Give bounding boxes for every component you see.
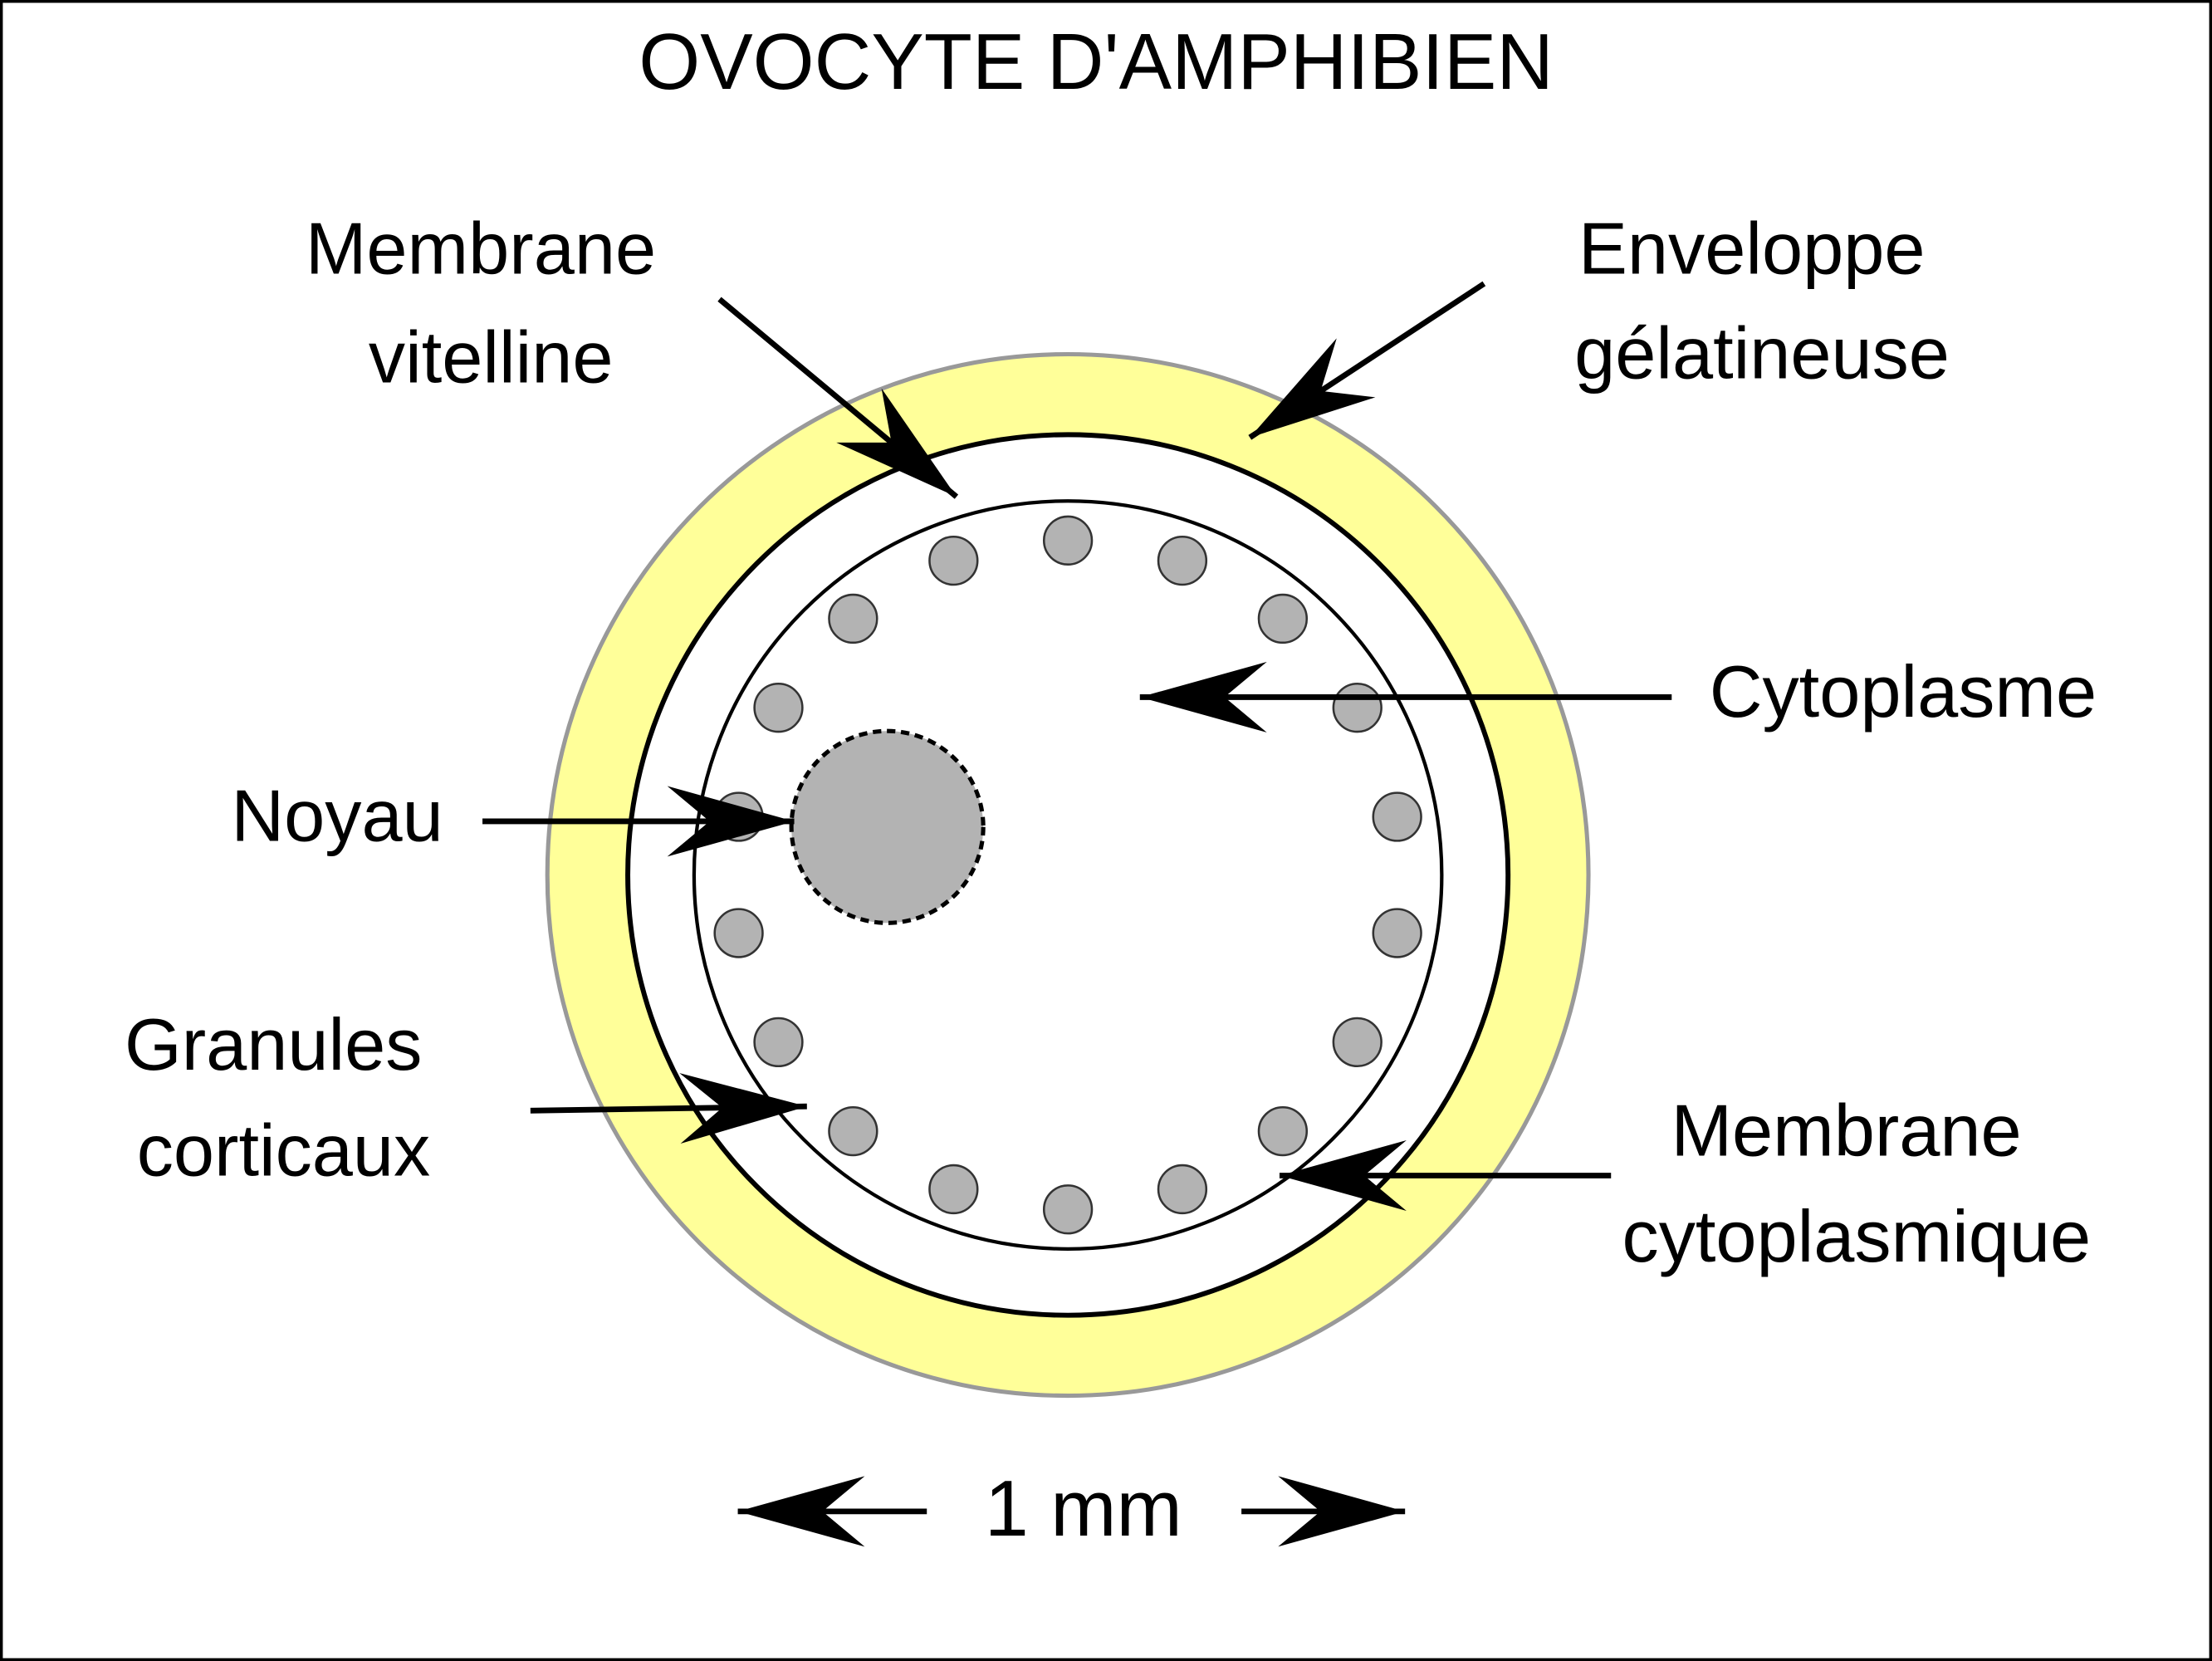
diagram-title: OVOCYTE D'AMPHIBIEN <box>639 18 1554 106</box>
cortical-granule <box>1372 791 1422 842</box>
cortical-granule <box>1157 535 1208 586</box>
cortical-granule <box>928 1164 979 1215</box>
arrows <box>482 281 1672 1547</box>
cortical-granule <box>1372 908 1422 958</box>
cortical-granule <box>828 593 878 644</box>
cortical-granule <box>713 908 764 958</box>
label-noyau: Noyau <box>231 775 443 857</box>
label-granules-corticaux: Granules corticaux <box>125 1003 443 1191</box>
label-membrane-cytoplasmique: Membrane cytoplasmique <box>1622 1090 2092 1277</box>
label-enveloppe-gelatineuse: Enveloppe gélatineuse <box>1574 208 1950 394</box>
arrow-granules-corticaux <box>530 1073 807 1144</box>
cortical-granule <box>753 1017 804 1068</box>
cortical-granule <box>928 535 979 586</box>
arrow-enveloppe-gelatineuse <box>1248 281 1486 440</box>
cortical-granule <box>1332 683 1382 733</box>
cortical-granule <box>713 791 764 842</box>
cortical-granule <box>1257 593 1309 644</box>
cortical-granule <box>1042 515 1094 566</box>
cortical-granule <box>753 683 804 733</box>
cortical-granule <box>828 1105 878 1157</box>
arrow-membrane-vitelline <box>717 296 959 499</box>
label-membrane-vitelline: Membrane vitelline <box>306 208 677 399</box>
label-cytoplasme: Cytoplasme <box>1710 650 2097 733</box>
nucleus <box>789 728 986 925</box>
cortical-granule <box>1257 1105 1309 1157</box>
scale-label: 1 mm <box>985 1465 1182 1553</box>
cortical-granule <box>1042 1184 1094 1235</box>
cortical-granule <box>1157 1164 1208 1215</box>
cortical-granule <box>1332 1017 1382 1068</box>
